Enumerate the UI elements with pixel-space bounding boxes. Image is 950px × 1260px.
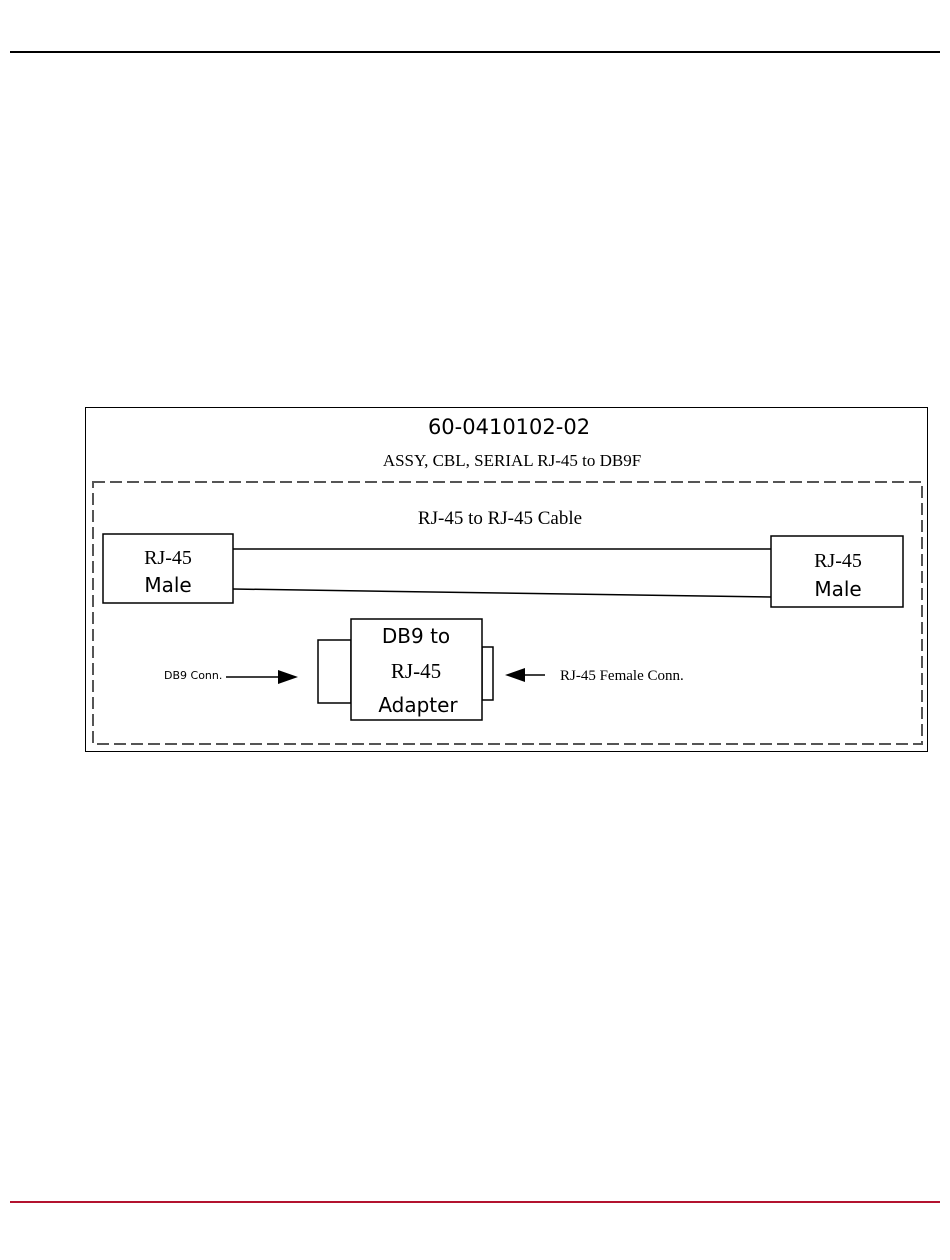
cable-label: RJ-45 to RJ-45 Cable: [418, 508, 582, 529]
footer-rule: [10, 1201, 940, 1203]
adapter-line2: RJ-45: [391, 659, 441, 683]
right-connector-line1: RJ-45: [814, 550, 862, 572]
db9-callout-arrowhead: [278, 670, 298, 684]
adapter-rj45-jack: [482, 647, 493, 700]
left-connector-line1: RJ-45: [144, 547, 192, 569]
rj45-female-callout-label: RJ-45 Female Conn.: [560, 668, 684, 684]
adapter-db9-shell: [318, 640, 351, 703]
cable-line-bottom: [233, 589, 771, 597]
assembly-title: ASSY, CBL, SERIAL RJ-45 to DB9F: [383, 451, 641, 470]
adapter-line3: Adapter: [378, 693, 458, 717]
db9-callout-label: DB9 Conn.: [164, 669, 222, 682]
right-connector-line2: Male: [814, 577, 861, 601]
left-connector-line2: Male: [144, 573, 191, 597]
part-number: 60-0410102-02: [428, 415, 590, 439]
adapter-line1: DB9 to: [382, 624, 450, 648]
